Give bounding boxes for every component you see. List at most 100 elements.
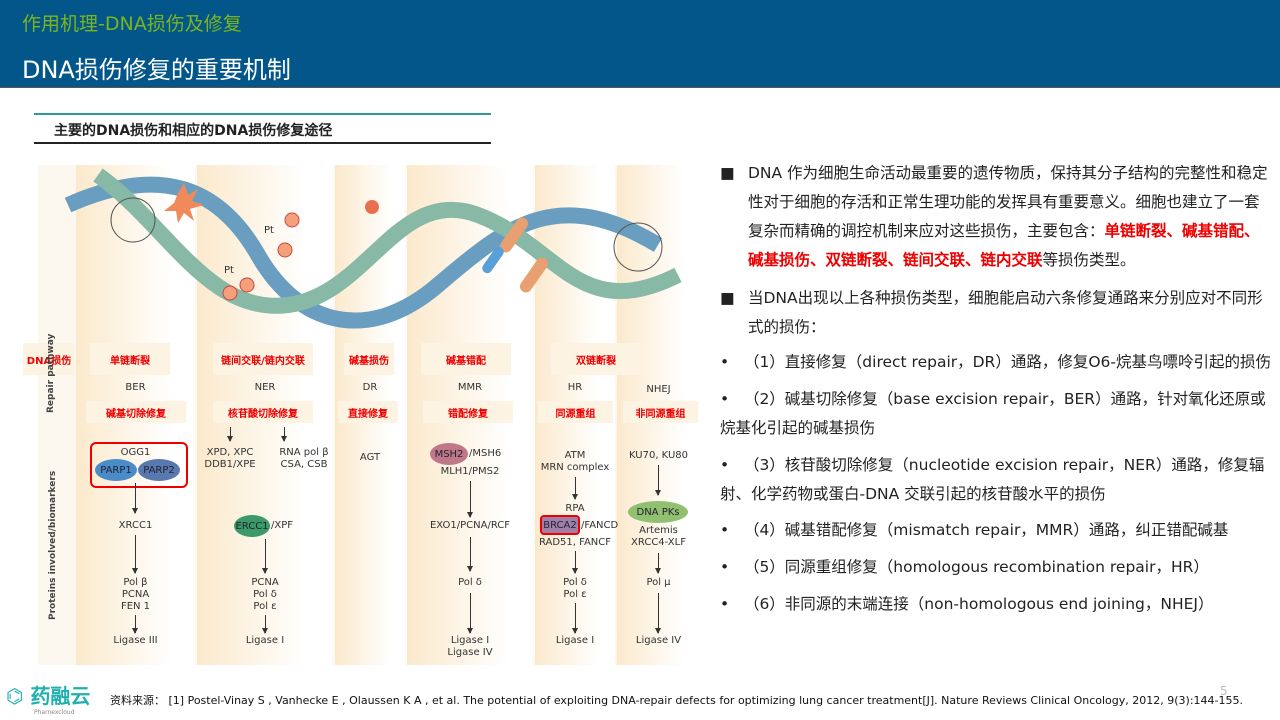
figure-text: （4）碱基错配修复（mismatch repair，MMR）通路，纠正错配碱基 xyxy=(743,521,1229,539)
paragraph-damage-types: ■ DNA 作为细胞生命活动最重要的遗传物质，保持其分子结构的完整性和稳定性对于… xyxy=(720,159,1270,275)
pathway-code: DR xyxy=(362,382,378,393)
figure-title: 主要的DNA损伤和相应的DNA损伤修复途径 xyxy=(34,113,491,144)
figure-text: （6）非同源的末端连接（non-homologous end joining，N… xyxy=(743,595,1214,613)
figure-text: 等损伤类型。 xyxy=(1042,251,1136,269)
protein-dna-pks: DNA PKs xyxy=(628,501,688,523)
protein-parp2: PARP2 xyxy=(138,459,180,481)
arrow-icon xyxy=(572,551,578,574)
arrow-icon xyxy=(227,427,233,442)
figure-text: （5）同源重组修复（homologous recombination repai… xyxy=(743,558,1209,576)
arrow-icon xyxy=(262,615,268,634)
arrow-icon xyxy=(132,615,138,634)
figure-text: 单链断裂、碱基错配、碱基损伤、双链断裂、链间交联、链内交联 xyxy=(748,222,1260,269)
protein-brca2: BRCA2 xyxy=(540,515,580,535)
list-item: • （4）碱基错配修复（mismatch repair，MMR）通路，纠正错配碱… xyxy=(720,521,1229,539)
repair-pathway-label: Repair pathway xyxy=(46,333,56,413)
arrow-icon xyxy=(467,593,473,634)
arrow-icon xyxy=(467,537,473,572)
dna-helix-illustration: Pt Pt xyxy=(64,168,682,329)
figure-text: MLH1/PMS2 xyxy=(440,466,500,477)
pt-label: Pt xyxy=(264,225,274,236)
list-item: • （6）非同源的末端连接（non-homologous end joining… xyxy=(720,595,1214,613)
figure-text: XRCC1 xyxy=(118,520,153,531)
figure-text: XPD, XPC DDB1/XPE xyxy=(204,447,256,470)
figure-text: KU70, KU80 xyxy=(628,450,689,461)
protein-msh2: MSH2 xyxy=(430,443,468,465)
figure-text: Ligase III xyxy=(113,635,158,646)
source-citation: 资料来源： [1] Postel-Vinay S , Vanhecke E , … xyxy=(110,694,1243,707)
figure-text: Pol β PCNA FEN 1 xyxy=(120,577,151,612)
list-item: • （5）同源重组修复（homologous recombination rep… xyxy=(720,558,1209,576)
pathway-name: 同源重组 xyxy=(538,401,613,423)
figure-text: （2）碱基切除修复（base excision repair，BER）通路，针对… xyxy=(720,390,1266,437)
figure-text: Pol μ xyxy=(646,577,671,588)
pt-label: Pt xyxy=(224,265,234,276)
figure-text: Ligase IV xyxy=(635,635,682,646)
figure-text: RNA pol β CSA, CSB xyxy=(279,447,329,470)
square-bullet-icon: ■ xyxy=(720,164,735,182)
arrow-icon xyxy=(572,603,578,634)
figure-text: （1）直接修复（direct repair，DR）通路，修复O6-烷基鸟嘌呤引起… xyxy=(743,353,1271,371)
pathway-name: 非同源重组 xyxy=(623,401,698,423)
damage-row-label: DNA损伤 xyxy=(23,343,75,375)
figure-text: 当DNA出现以上各种损伤类型，细胞能启动六条修复通路来分别应对不同形式的损伤： xyxy=(748,289,1263,336)
pathway-name: 核苷酸切除修复 xyxy=(213,401,313,423)
figure-text: EXO1/PCNA/RCF xyxy=(429,520,511,531)
square-bullet-icon: ■ xyxy=(720,289,735,307)
logo-icon: ⌬ xyxy=(6,684,24,708)
page-title: DNA损伤修复的重要机制 xyxy=(22,56,291,84)
section-title: 作用机理-DNA损伤及修复 xyxy=(22,13,242,35)
figure-text: /XPF xyxy=(271,520,294,531)
figure-text: Pol δ Pol ε xyxy=(563,577,587,600)
damage-base-damage: 碱基损伤 xyxy=(344,343,394,375)
damage-single-strand-break: 单链断裂 xyxy=(90,343,170,375)
pathway-code: BER xyxy=(125,382,146,393)
figure-text: /FANCD xyxy=(581,520,619,531)
damage-double-strand-break: 双链断裂 xyxy=(551,343,641,375)
header: 作用机理-DNA损伤及修复 DNA损伤修复的重要机制 xyxy=(0,0,1280,88)
pathway-name: 直接修复 xyxy=(338,401,398,423)
arrow-icon xyxy=(572,477,578,500)
figure-text: DNA 作为细胞生命活动最重要的遗传物质，保持其分子结构的完整性和稳定性对于细胞… xyxy=(748,164,1268,240)
arrow-icon xyxy=(132,483,138,514)
figure-text: Ligase I xyxy=(555,635,595,646)
figure-text: Pharnexcloud xyxy=(34,709,75,716)
figure-text: Pol δ xyxy=(458,577,482,588)
arrow-icon xyxy=(281,427,287,442)
list-item: • （3）核苷酸切除修复（nucleotide excision repair，… xyxy=(720,456,1265,503)
damage-mismatch: 碱基错配 xyxy=(421,343,511,375)
figure-text: /MSH6 xyxy=(469,448,502,459)
figure-text: Ligase I xyxy=(245,635,285,646)
proteins-label: Proteins involved/biomarkers xyxy=(48,470,58,620)
figure-text: （3）核苷酸切除修复（nucleotide excision repair，NE… xyxy=(720,456,1265,503)
pathway-code: HR xyxy=(567,382,583,393)
paragraph-pathways-intro: ■ 当DNA出现以上各种损伤类型，细胞能启动六条修复通路来分别应对不同形式的损伤… xyxy=(720,284,1270,342)
protein-parp1: PARP1 xyxy=(95,459,137,481)
figure-text: PCNA Pol δ Pol ε xyxy=(251,577,279,612)
arrow-icon xyxy=(655,553,661,574)
protein-ogg1: OGG1 xyxy=(120,447,151,458)
figure-text: Ligase I Ligase IV xyxy=(447,635,493,658)
arrow-icon xyxy=(655,593,661,634)
figure-text: AGT xyxy=(359,452,381,463)
pathway-code: NHEJ xyxy=(646,384,671,395)
list-item: • （1）直接修复（direct repair，DR）通路，修复O6-烷基鸟嘌呤… xyxy=(720,353,1271,371)
pathway-code: MMR xyxy=(457,382,483,393)
figure-text: 药融云 xyxy=(30,684,91,708)
figure-text: ATM MRN complex xyxy=(540,450,610,473)
arrow-icon xyxy=(132,535,138,574)
pathway-code: NER xyxy=(254,382,276,393)
pathway-name: 碱基切除修复 xyxy=(86,401,186,423)
protein-ercc1: ERCC1 xyxy=(234,515,270,537)
figure-text: RAD51, FANCF xyxy=(538,537,612,548)
arrow-icon xyxy=(467,481,473,518)
arrow-icon xyxy=(262,539,268,574)
parp-highlight-box xyxy=(90,442,188,488)
figure-text: RPA xyxy=(565,503,585,514)
list-item: • （2）碱基切除修复（base excision repair，BER）通路，… xyxy=(720,390,1266,437)
figure-text: Artemis XRCC4-XLF xyxy=(631,525,686,548)
pathway-name: 错配修复 xyxy=(423,401,513,423)
dna-repair-figure: Pt Pt DNA损伤 单链断裂 链间交联/链内交联 碱基损伤 碱基错配 双链断… xyxy=(23,165,700,665)
arrow-icon xyxy=(655,465,661,496)
